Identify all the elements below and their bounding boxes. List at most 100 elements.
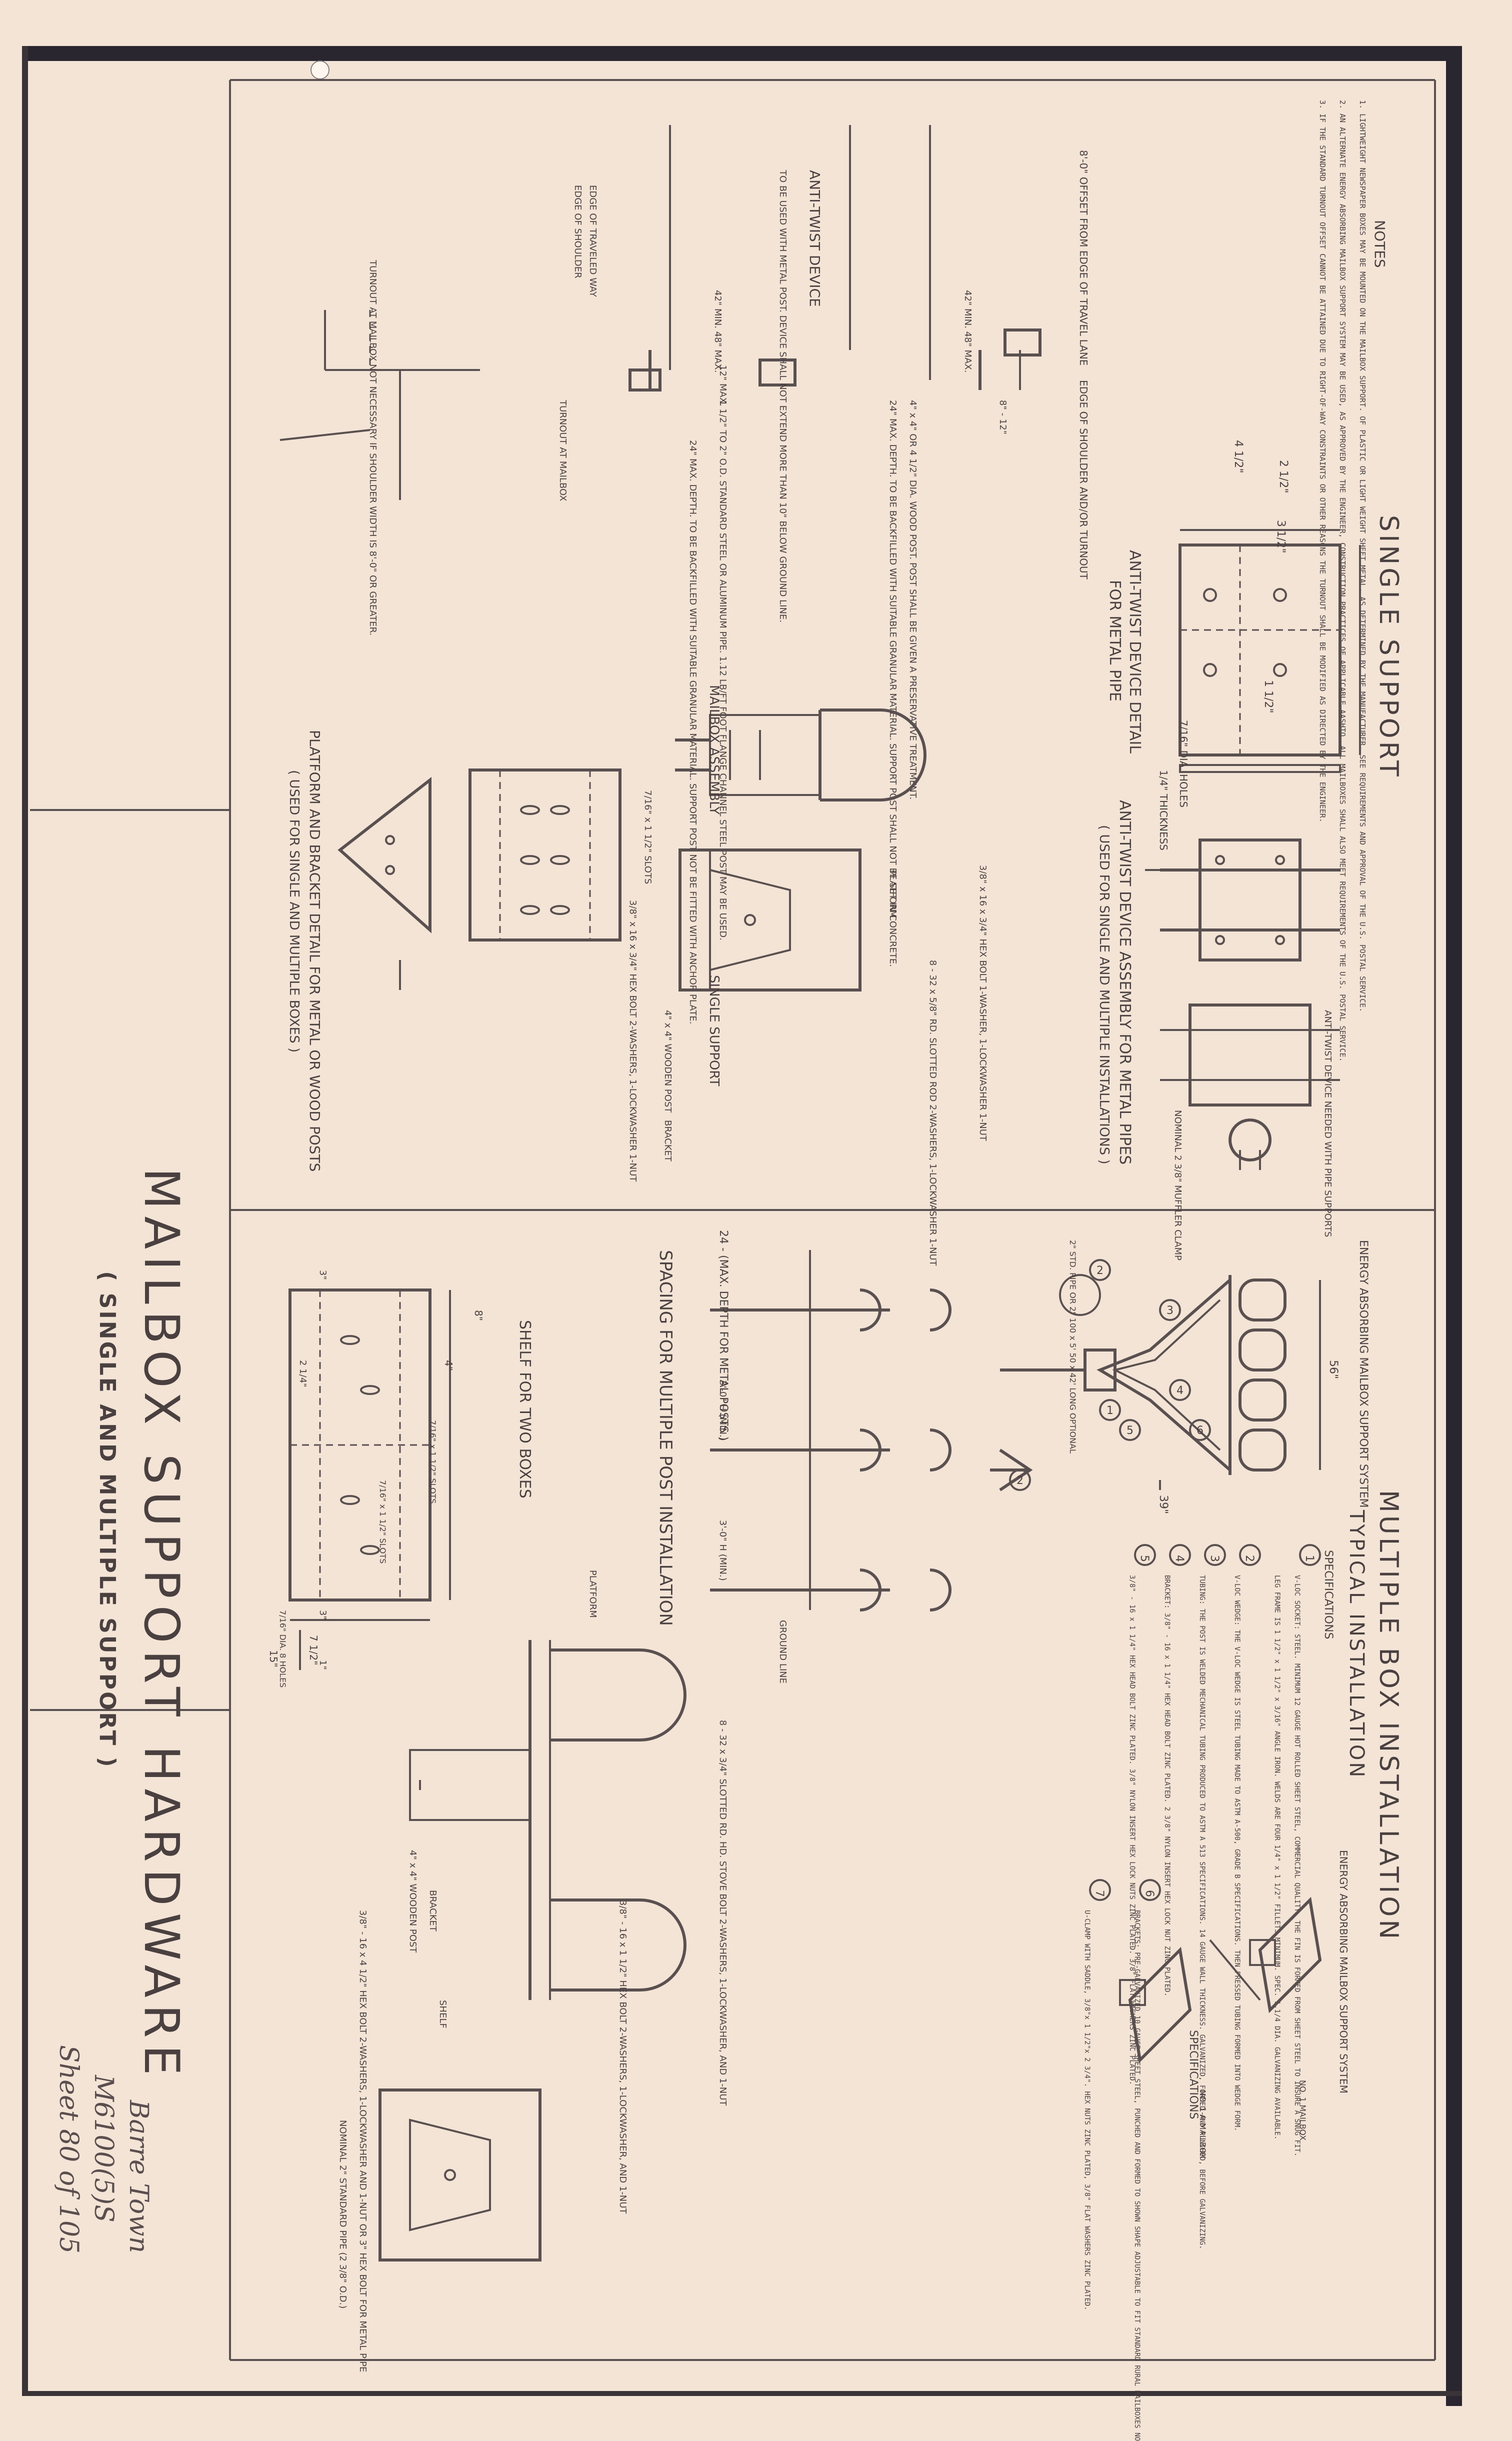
callout-1: 1 — [1106, 1404, 1114, 1417]
edge-of-shoulder-label: EDGE OF SHOULDER — [572, 185, 583, 278]
platform-label: PLATFORM — [888, 870, 898, 918]
post-block — [409, 1749, 531, 1821]
mailbox-pair-b — [860, 1428, 952, 1472]
platform-bracket-sub: ( USED FOR SINGLE AND MULTIPLE BOXES ) — [286, 770, 302, 1052]
steel-pipe-option: 2" STD. PIPE OR 2" 100 x 5' 50 x 42' LON… — [1068, 1240, 1078, 1454]
platform-plate — [468, 768, 622, 942]
dim-1-5: 1 1/2" — [1262, 680, 1274, 714]
spec-2: V-LOC WEDGE: THE V-LOC WEDGE IS STEEL TU… — [1233, 1575, 1241, 2132]
turnout-note: TURNOUT AT MAILBOX NOT NECESSARY IF SHOU… — [368, 260, 378, 636]
pipe-note: 1 1/2" TO 2" O.D. STANDARD STEEL OR ALUM… — [718, 400, 728, 940]
slot-icon — [360, 1385, 380, 1395]
platform-bracket-detail — [338, 768, 622, 990]
spec-6-circle — [1139, 1879, 1161, 1901]
callout-numbers: 2 3 4 6 5 2 1 — [1009, 1259, 1211, 1491]
dim-3b: 3" — [318, 1610, 328, 1620]
mailbox-arc — [860, 1288, 882, 1332]
title-block: MAILBOX SUPPORT HARDWARE — [134, 1168, 190, 2082]
nominal-pipe: NOMINAL 2" STANDARD PIPE (2 3/8" O.D.) — [338, 2120, 348, 2308]
multiple-box-heading: MULTIPLE BOX INSTALLATION — [1374, 1490, 1404, 1942]
subtitle: ( SINGLE AND MULTIPLE SUPPORT ) — [94, 1271, 120, 1769]
spec-4-circle — [1169, 1544, 1191, 1566]
wooden-post-note: 4" x 4" WOODEN POST — [408, 1850, 418, 1953]
right-border-band — [1446, 46, 1462, 2406]
bolt-icon — [444, 2169, 456, 2181]
turnout-label: TURNOUT AT MAILBOX — [558, 400, 568, 501]
callout-1-circle — [1099, 1399, 1121, 1421]
wood-post-note: 4" x 4" OR 4 1/2" DIA. WOOD POST. POST S… — [908, 400, 918, 800]
spec-2-circle — [1239, 1544, 1261, 1566]
bolt-note: 3/8" x 16 x 3/4" HEX BOLT 1-WASHER, 1-LO… — [978, 865, 988, 1142]
callout-4: 4 — [1176, 1384, 1184, 1397]
mailbox-icon — [1238, 1328, 1286, 1372]
slotted-note: 8 - 32 x 3/4" SLOTTED RD. HD. STOVE BOLT… — [718, 1720, 728, 2106]
spec-num-3: 3 — [1208, 1555, 1220, 1562]
spec-4: BRACKET: 3/8" - 16 x 1 1/4" HEX HEAD BOL… — [1163, 1575, 1171, 1996]
energy-system-1: ENERGY ABSORBING MAILBOX SUPPORT SYSTEM — [1357, 1240, 1370, 1508]
edge-shoulder-label: EDGE OF SHOULDER AND/OR TURNOUT — [1078, 380, 1090, 580]
height-42-label: 42" MIN. 48" MAX. — [962, 290, 973, 372]
spec-num-2: 2 — [1243, 1555, 1256, 1562]
bottom-border-line — [22, 2391, 1462, 2396]
dim-56: 56" — [1327, 1360, 1340, 1379]
bracket-plate-2 — [1128, 1946, 1192, 2064]
mailbox-assembly-label: MAILBOX ASSEMBLY — [706, 685, 722, 814]
callout-2: 2 — [1096, 1264, 1104, 1277]
bracket-triangle — [338, 776, 432, 934]
mailbox-icon — [1238, 1278, 1286, 1322]
mailbox-side — [678, 848, 862, 992]
callout-6-circle — [1189, 1419, 1211, 1441]
mailbox-pair-c — [860, 1568, 952, 1612]
slot-icon — [360, 1545, 380, 1555]
ground-line-label: GROUND LINE — [778, 1620, 788, 1684]
slot-icon — [550, 805, 570, 815]
callout-2-circle — [1089, 1259, 1111, 1281]
tube-frame — [1096, 1278, 1231, 1472]
hole-icon — [385, 835, 395, 845]
handwritten-note: Barre Town — [124, 2100, 154, 2253]
typical-installation: TYPICAL INSTALLATION — [1345, 1510, 1368, 1779]
single-support-heading-group: SINGLE SUPPORT — [1374, 515, 1404, 780]
dim-3a: 3" — [318, 1270, 328, 1280]
bolt-icon — [1275, 855, 1285, 865]
mailbox-icon — [1004, 328, 1042, 356]
multi-post-spacing-drawing — [710, 1250, 952, 1612]
shelf-drawing — [288, 1288, 451, 1670]
anti-twist-note: TO BE USED WITH METAL POST. DEVICE SHALL… — [778, 170, 788, 622]
anti-twist-detail-title: ANTI-TWIST DEVICE DETAIL — [1126, 550, 1144, 754]
spacing-title: SPACING FOR MULTIPLE POST INSTALLATION — [656, 1250, 676, 1626]
callout-5: 5 — [1126, 1424, 1134, 1437]
wooden-post-label: 4" x 4" WOODEN POST — [662, 1010, 673, 1113]
shelf-label: SHELF — [438, 2000, 448, 2028]
handwritten-note-2: M6100(5)S — [88, 2074, 118, 2222]
holes-label: 7/16" DIA. HOLES — [1178, 720, 1190, 808]
bracket-shape — [409, 2118, 491, 2232]
anti-twist-plate — [1178, 544, 1342, 756]
bolt-icon — [1275, 935, 1285, 945]
slot-icon — [340, 1495, 360, 1505]
leader-line — [1209, 1939, 1261, 2001]
side-view — [378, 2088, 542, 2262]
max-depth: 24 - (MAX. DEPTH FOR METAL POSTS ) — [717, 1230, 730, 1440]
hex-bolt-label: 3/8" x 16 x 3/4" HEX BOLT 2-WASHERS, 1-L… — [628, 900, 638, 1182]
spec-1b: LEG FRAME IS 1 1/2" x 1 1/2" x 3/16" ANG… — [1273, 1575, 1281, 2140]
mailbox-arc — [860, 1428, 882, 1472]
slot-icon — [520, 855, 540, 865]
spec-5-circle — [1134, 1544, 1156, 1566]
plate-hole-icon — [1203, 588, 1217, 602]
dim-4: 4" — [442, 1360, 454, 1371]
anti-twist-assembly-drawing — [1145, 838, 1340, 1170]
callout-6: 6 — [1196, 1424, 1204, 1437]
slots-2: 7/16" x 1 1/2" SLOTS — [428, 1420, 438, 1504]
slot-icon — [550, 855, 570, 865]
min-3: 3'-0" H (MIN.) — [718, 1380, 728, 1441]
muffler-clamp-icon — [1228, 1118, 1272, 1162]
callout-2b-circle — [1009, 1469, 1031, 1491]
single-support-label: SINGLE SUPPORT — [706, 975, 722, 1086]
hand-line-1: Barre Town — [124, 2100, 154, 2253]
spec-3: TUBING: THE POST IS WELDED MECHANICAL TU… — [1198, 1575, 1206, 2250]
callout-5-circle — [1119, 1419, 1141, 1441]
main-title: MAILBOX SUPPORT HARDWARE — [134, 1168, 190, 2082]
platform-bracket-title: PLATFORM AND BRACKET DETAIL FOR METAL OR… — [306, 730, 323, 1172]
anti-twist-needed: ANTI-TWIST DEVICE NEEDED WITH PIPE SUPPO… — [1322, 1010, 1333, 1237]
